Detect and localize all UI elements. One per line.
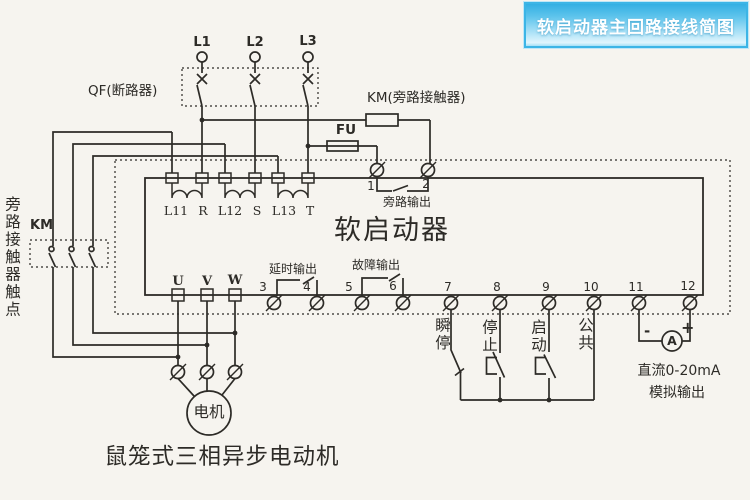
ammeter-branch [638,309,691,352]
terminal-number-8: 8 [493,280,501,294]
ammeter-circle [661,330,683,352]
meter-plus-sign: + [681,318,695,337]
km-contacts-label: KM [30,218,54,233]
ct-terminal-l12: L12 [217,203,243,218]
terminal-number-7: 7 [444,280,452,294]
motor-label: 电机 [193,403,225,421]
fault-output-contact [361,273,404,296]
supply-lines [181,51,319,173]
title-banner: 软启动器主回路接线简图 [523,1,749,49]
km-contacts-box [29,239,109,268]
terminal-4 [308,294,326,312]
analog-output-line2: 模拟输出 [649,385,705,401]
ct-terminal-r: R [198,203,208,218]
title-text: 软启动器主回路接线简图 [537,17,735,38]
terminal-9 [540,294,558,312]
ct-terminal-l13: L13 [271,203,297,218]
delay-output-label: 延时输出 [268,262,318,276]
phase-l1-label: L1 [193,35,211,50]
terminal-number-1: 1 [367,179,375,193]
instant-stop-label: 瞬停 [433,317,452,352]
qf-label: QF(断路器) [88,83,158,99]
meter-minus-sign: - [644,322,651,340]
common-label: 公共 [576,317,595,352]
control-switches [450,309,595,403]
motor-circle [186,390,232,436]
terminal-10 [585,294,603,312]
bypass-output-label: 旁路输出 [382,195,432,209]
terminal-number-4: 4 [303,280,311,294]
terminal-number-12: 12 [680,279,696,293]
terminal-v-label: V [201,274,213,289]
qf-breaker-box [181,67,319,107]
terminal-number-9: 9 [542,280,550,294]
ct-terminal-l11: L11 [163,203,189,218]
terminal-number-11: 11 [628,280,644,294]
soft-starter-title: 软启动器 [334,215,450,246]
km-coil-label: KM(旁路接触器) [367,90,466,106]
phase-l3-label: L3 [299,34,317,49]
stop-label: 停止 [480,319,499,354]
terminal-8 [491,294,509,312]
fuse [326,140,359,152]
terminal-3 [265,294,283,312]
terminal-number-10: 10 [583,280,599,294]
soft-starter-box [114,159,731,315]
delay-output-contact [276,276,318,296]
fault-output-label: 故障输出 [351,258,401,272]
km-coil-branch [199,113,431,164]
terminal-w-label: W [227,273,243,288]
ct-terminal-t: T [305,203,315,218]
bypass-contactor-branch [29,131,279,360]
bypass-output-terminals [368,161,437,192]
motor-caption: 鼠笼式三相异步电动机 [104,444,340,470]
terminal-number-5: 5 [345,280,353,294]
terminal-11 [630,294,648,312]
terminal-row [265,294,699,312]
terminal-number-2: 2 [422,177,430,191]
km-coil [365,113,399,127]
terminal-12 [681,294,699,312]
bypass-contacts-side-label: 旁路接触器触点 [3,196,22,319]
motor-branch [169,301,244,436]
terminal-5 [353,294,371,312]
terminal-7 [442,294,460,312]
terminal-number-3: 3 [259,280,267,294]
ct-group [165,172,315,199]
ct-terminal-s: S [252,203,262,218]
phase-l2-label: L2 [246,35,264,50]
terminal-number-6: 6 [389,279,397,293]
ammeter-symbol: A [667,333,677,348]
start-label: 启动 [529,319,548,354]
terminal-6 [394,294,412,312]
fu-label: FU [335,122,357,138]
analog-output-line1: 直流0-20mA [637,363,721,379]
terminal-u-label: U [172,274,184,289]
